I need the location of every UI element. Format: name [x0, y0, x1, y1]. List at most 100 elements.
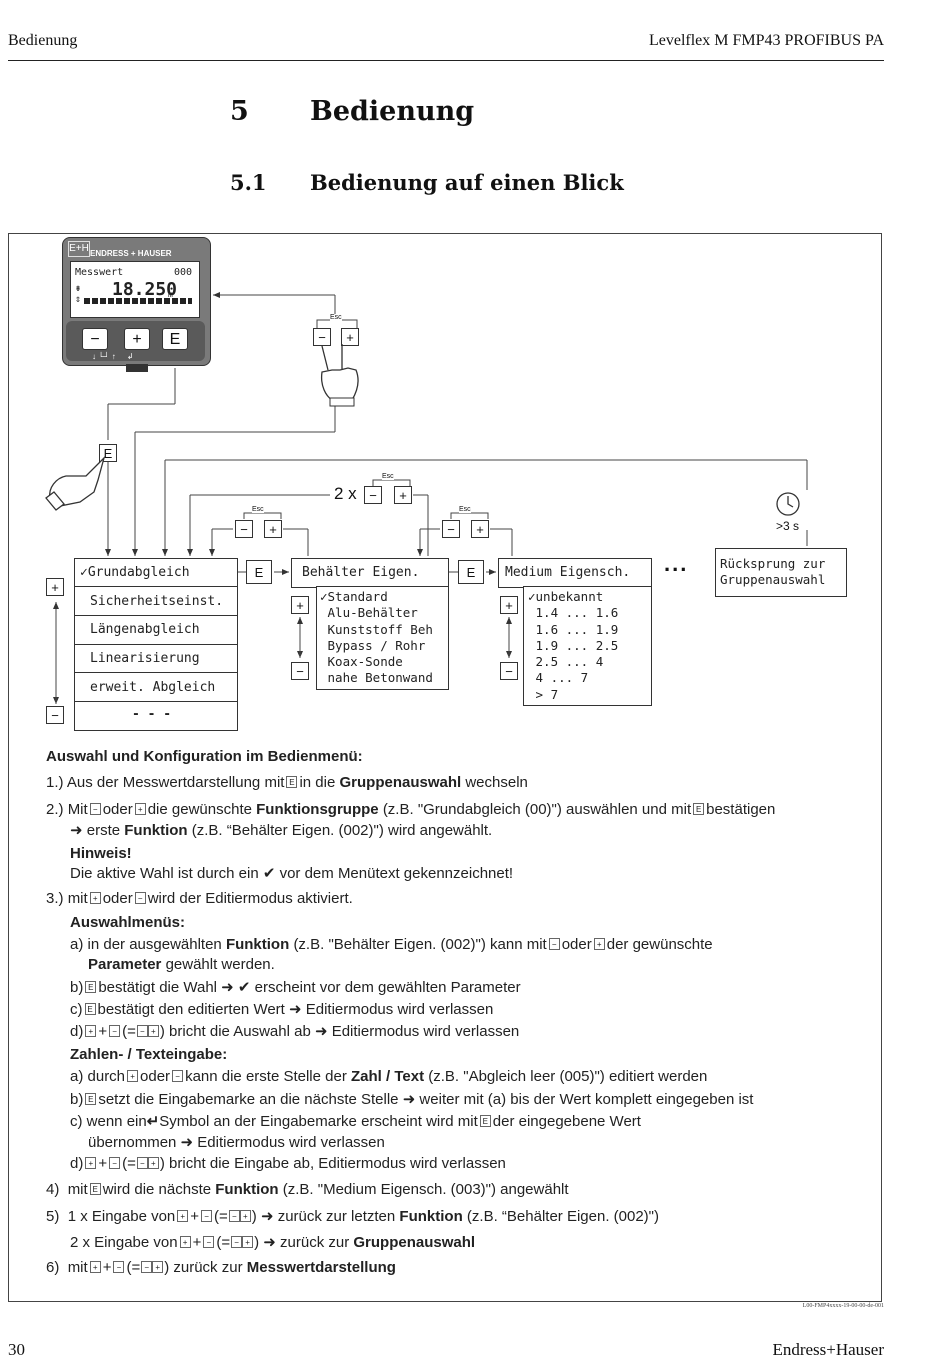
return-line: Rücksprung zur: [720, 556, 826, 571]
func2-option: 4 ... 7: [528, 670, 589, 686]
group-minus-key: −: [46, 706, 64, 724]
device-minus-button[interactable]: −: [82, 328, 108, 350]
text: gewählt werden.: [165, 956, 275, 973]
func2-option: ✓unbekannt: [528, 589, 604, 604]
esc-label-2x: Esc: [382, 473, 394, 480]
text: mit: [67, 1259, 88, 1276]
func1-option: Alu-Behälter: [320, 605, 418, 621]
footer-brand: Endress+Hauser: [772, 1340, 884, 1359]
text: oder: [561, 936, 592, 953]
func2-option: 1.6 ... 1.9: [528, 621, 619, 637]
esc-2x-minus-key: −: [364, 486, 382, 504]
text: d): [70, 1155, 84, 1172]
text: oder: [102, 890, 133, 907]
plus-key-icon: +: [179, 1236, 191, 1248]
text: (z.B. "Medium Eigensch. (003)") angewähl…: [282, 1181, 569, 1198]
plus-key-icon: +: [242, 1236, 254, 1248]
text: ) bricht die Eingabe ab, Editiermodus wi…: [159, 1155, 506, 1172]
group-left-edge: [74, 586, 75, 730]
device-enter-button[interactable]: E: [162, 328, 188, 350]
text: +: [98, 1023, 108, 1040]
bold-text: Funktion: [215, 1181, 279, 1198]
minus-key-icon: −: [89, 803, 101, 815]
func1-plus-key: +: [291, 596, 309, 614]
text: Aus der Messwertdarstellung mit: [66, 774, 285, 791]
plus-key-icon: +: [152, 1261, 164, 1273]
plus-key-icon: +: [127, 1070, 139, 1082]
figure-frame: [8, 233, 882, 1302]
text: (=: [126, 1259, 141, 1276]
step-num: 3.): [46, 890, 64, 907]
number-c: c) wenn ein↵Symbol an der Eingabemarke e…: [70, 1112, 641, 1130]
func2-option: 1.9 ... 2.5: [528, 637, 619, 653]
auswahlmenus-label: Auswahlmenüs:: [70, 914, 186, 931]
enter-key-1: E: [246, 560, 272, 584]
device-plus-button[interactable]: +: [124, 328, 150, 350]
header-rule: [8, 60, 884, 61]
step-num: 4): [46, 1181, 60, 1198]
text: der gewünschte: [606, 936, 713, 953]
esc-label-func1: Esc: [252, 506, 264, 513]
plus-key-icon: +: [147, 1157, 159, 1169]
more-functions-ellipsis: ...: [664, 551, 689, 576]
text: setzt die Eingabemarke an die nächste St…: [98, 1091, 754, 1108]
e-key-icon: E: [693, 803, 705, 815]
minus-key-icon: −: [134, 892, 146, 904]
eh-logo: E+H: [68, 241, 90, 257]
group-item-more: - - -: [132, 707, 172, 722]
hinweis-text: Die aktive Wahl ist durch ein ✔ vor dem …: [70, 865, 514, 882]
text: ) zurück zur: [164, 1259, 243, 1276]
instructions-title: Auswahl und Konfiguration im Bedienmenü:: [46, 748, 363, 765]
esc-combo-icon: −+: [136, 1155, 159, 1172]
section-number: 5.1: [230, 170, 267, 195]
text: (=: [122, 1023, 136, 1040]
step-num: 2.): [46, 801, 64, 818]
text: (z.B. “Behälter Eigen. (002)") wird ange…: [191, 822, 493, 839]
e-key-icon: E: [286, 776, 298, 788]
minus-key-icon: −: [231, 1236, 243, 1248]
text: +: [190, 1208, 200, 1225]
func1-option: Kunststoff Beh: [320, 621, 433, 637]
func1-option: Koax-Sonde: [320, 654, 403, 670]
display-code: 000: [174, 267, 193, 278]
func2-minus-key: −: [500, 662, 518, 680]
minus-key-icon: −: [203, 1236, 215, 1248]
plus-key-icon: +: [85, 1025, 97, 1037]
text: (z.B. "Behälter Eigen. (002)") kann mit: [293, 936, 547, 953]
esc-func2-plus-key: +: [471, 520, 489, 538]
text: 2 x Eingabe von: [70, 1234, 178, 1251]
group-item-erweitert: erweit. Abgleich: [90, 680, 216, 695]
enter-key-2: E: [458, 560, 484, 584]
plus-key-icon: +: [593, 938, 605, 950]
two-finger-hand-icon: [320, 344, 359, 407]
e-key-icon: E: [85, 981, 97, 993]
hinweis-label: Hinweis!: [70, 845, 132, 862]
bold-text: Gruppenauswahl: [339, 774, 462, 791]
text: mit: [67, 1181, 88, 1198]
text: (z.B. “Behälter Eigen. (002)"): [466, 1208, 659, 1225]
number-d: d)++−(=−+) bricht die Eingabe ab, Editie…: [70, 1155, 506, 1172]
group-item-laengen: Längenabgleich: [90, 622, 200, 637]
clock-icon: [776, 492, 800, 516]
plus-key-icon: +: [147, 1025, 159, 1037]
text: (z.B. "Grundabgleich (00)") auswählen un…: [382, 801, 692, 818]
text: ) ➜ zurück zur: [254, 1234, 350, 1251]
zahlen-label: Zahlen- / Texteingabe:: [70, 1046, 228, 1063]
text: wird der Editiermodus aktiviert.: [147, 890, 353, 907]
step-5-line2: 2 x Eingabe von++−(=−+) ➜ zurück zur Gru…: [70, 1233, 475, 1251]
group-divider: [74, 586, 238, 587]
plus-key-icon: +: [89, 1261, 101, 1273]
minus-key-icon: −: [172, 1070, 184, 1082]
keypad-symbols: ↓ └┘ ↑ ↲: [92, 352, 134, 361]
bold-text: Funktionsgruppe: [256, 801, 379, 818]
step-num: 6): [46, 1259, 60, 1276]
minus-key-icon: −: [113, 1261, 125, 1273]
chapter-number: 5: [230, 96, 249, 127]
step-2-line2: ➜ erste Funktion (z.B. “Behälter Eigen. …: [70, 821, 492, 839]
esc-label-top: Esc: [330, 314, 342, 321]
two-times-label: 2 x: [334, 484, 357, 504]
group-divider: [74, 701, 238, 702]
